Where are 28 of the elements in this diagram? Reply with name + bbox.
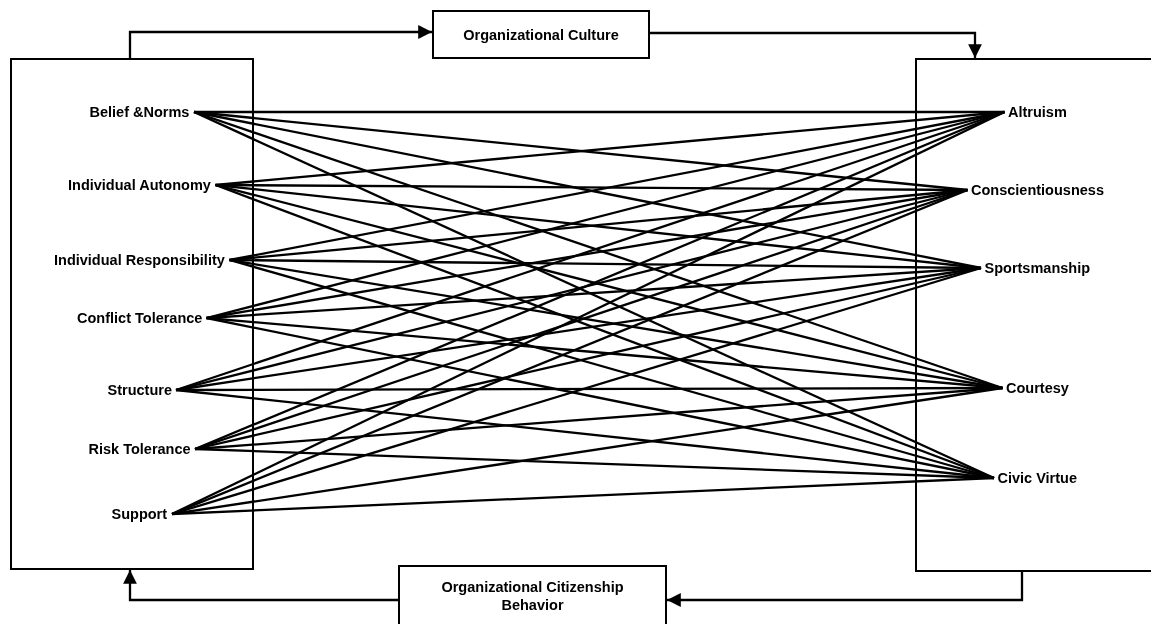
dimension-label: Support xyxy=(111,504,168,523)
concept-box: Organizational Citizenship Behavior xyxy=(398,565,667,624)
connector-line xyxy=(171,386,1003,516)
connector-line xyxy=(229,258,995,480)
arrow xyxy=(128,25,432,58)
dimension-label: Belief &Norms xyxy=(89,102,190,121)
arrow xyxy=(667,572,1024,607)
group-box xyxy=(10,58,254,570)
dimension-label: Structure xyxy=(107,380,172,399)
arrow xyxy=(650,31,982,58)
dimension-label: Sportsmanship xyxy=(984,258,1091,277)
connector-line xyxy=(206,316,995,480)
group-box xyxy=(915,58,1151,572)
dimension-label: Individual Autonomy xyxy=(68,175,211,194)
dimension-label: Conflict Tolerance xyxy=(77,308,203,327)
connector-line xyxy=(206,188,968,320)
connector-line xyxy=(171,476,995,516)
dimension-label: Courtesy xyxy=(1006,378,1069,397)
connector-line xyxy=(194,266,982,451)
dimension-label: Conscientiousness xyxy=(971,180,1104,199)
dimension-label: Individual Responsibility xyxy=(54,250,225,269)
concept-box: Organizational Culture xyxy=(432,10,650,59)
arrow xyxy=(123,570,398,602)
dimension-label: Civic Virtue xyxy=(997,468,1078,487)
connector-line xyxy=(171,266,982,516)
dimension-label: Altruism xyxy=(1008,102,1067,121)
dimension-label: Risk Tolerance xyxy=(88,439,191,458)
connector-line xyxy=(229,258,1003,390)
